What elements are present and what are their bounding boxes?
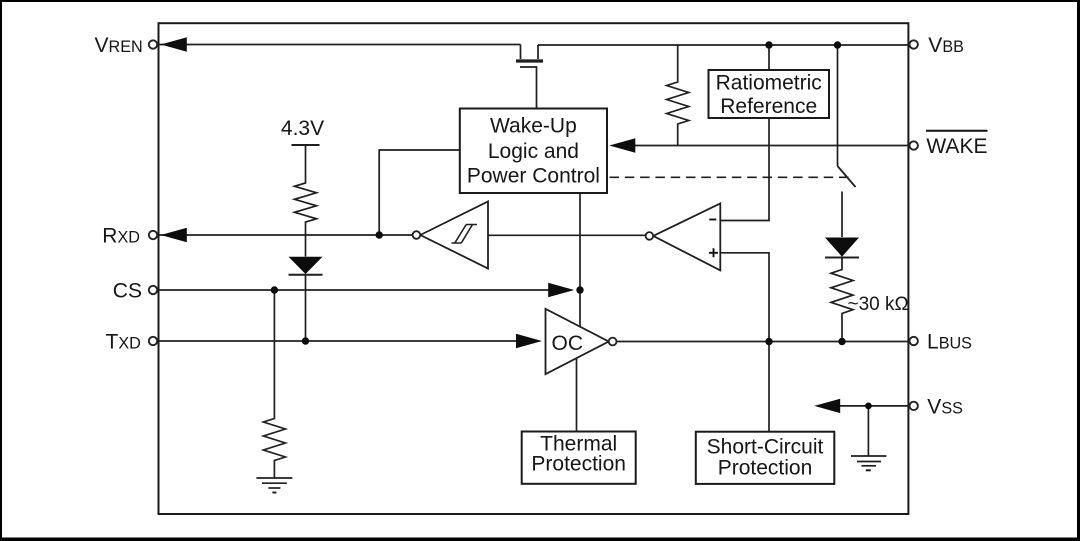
svg-text:Ratiometric: Ratiometric: [716, 72, 822, 95]
svg-text:Wake-Up: Wake-Up: [490, 115, 577, 138]
svg-text:OC: OC: [552, 332, 584, 355]
svg-text:CS: CS: [113, 280, 142, 303]
svg-text:VBB: VBB: [928, 34, 964, 57]
svg-text:VREN: VREN: [95, 34, 143, 57]
svg-text:VSS: VSS: [927, 396, 963, 419]
svg-text:LBUS: LBUS: [927, 331, 972, 354]
svg-text:Protection: Protection: [531, 453, 626, 476]
svg-text:Short-Circuit: Short-Circuit: [707, 435, 824, 458]
svg-text:4.3V: 4.3V: [281, 117, 324, 140]
svg-text:Thermal: Thermal: [540, 433, 617, 456]
svg-text:Reference: Reference: [720, 95, 817, 118]
svg-text:Protection: Protection: [718, 457, 813, 480]
svg-text:~30 kΩ: ~30 kΩ: [848, 294, 909, 315]
svg-text:WAKE: WAKE: [926, 135, 987, 158]
svg-text:RXD: RXD: [102, 225, 140, 248]
svg-text:TXD: TXD: [106, 331, 141, 354]
svg-text:Power Control: Power Control: [467, 165, 600, 188]
svg-text:Logic and: Logic and: [488, 140, 579, 163]
